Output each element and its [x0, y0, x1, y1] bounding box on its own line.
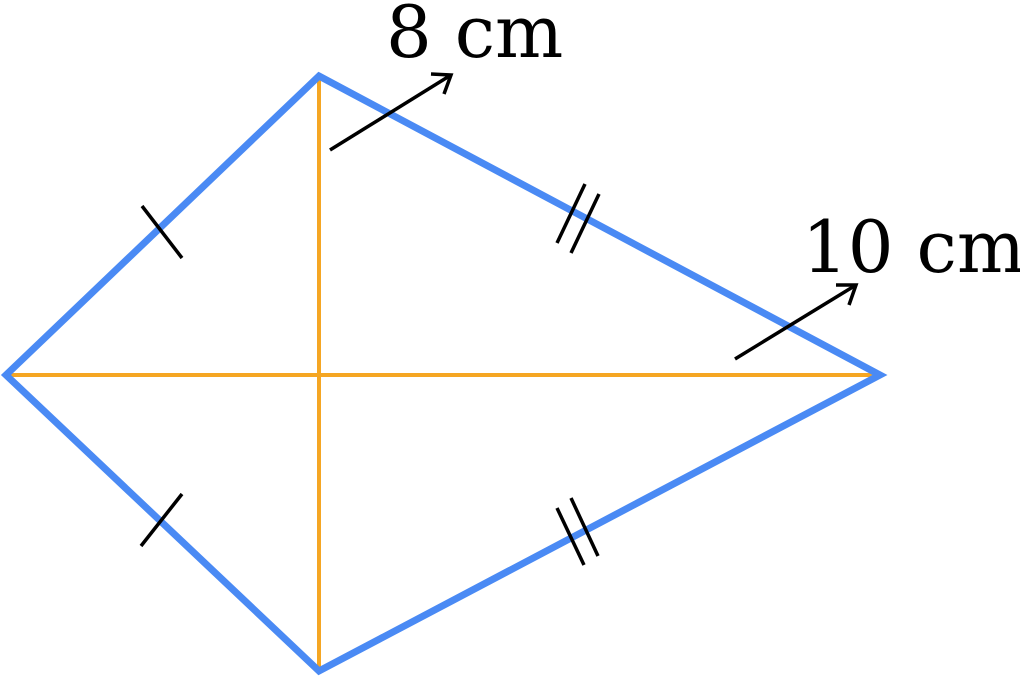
single-tick-lower-left	[139, 492, 184, 548]
long-diagonal-label: 10 cm	[802, 205, 1020, 289]
single-tick-upper-left	[140, 204, 184, 260]
long-diagonal-arrow	[734, 283, 859, 361]
short-diagonal-arrow	[329, 72, 454, 152]
double-tick-upper-right	[555, 183, 601, 254]
double-tick-lower-right	[555, 497, 600, 566]
kite-outline	[0, 71, 888, 676]
short-diagonal-label: 8 cm	[386, 0, 563, 74]
